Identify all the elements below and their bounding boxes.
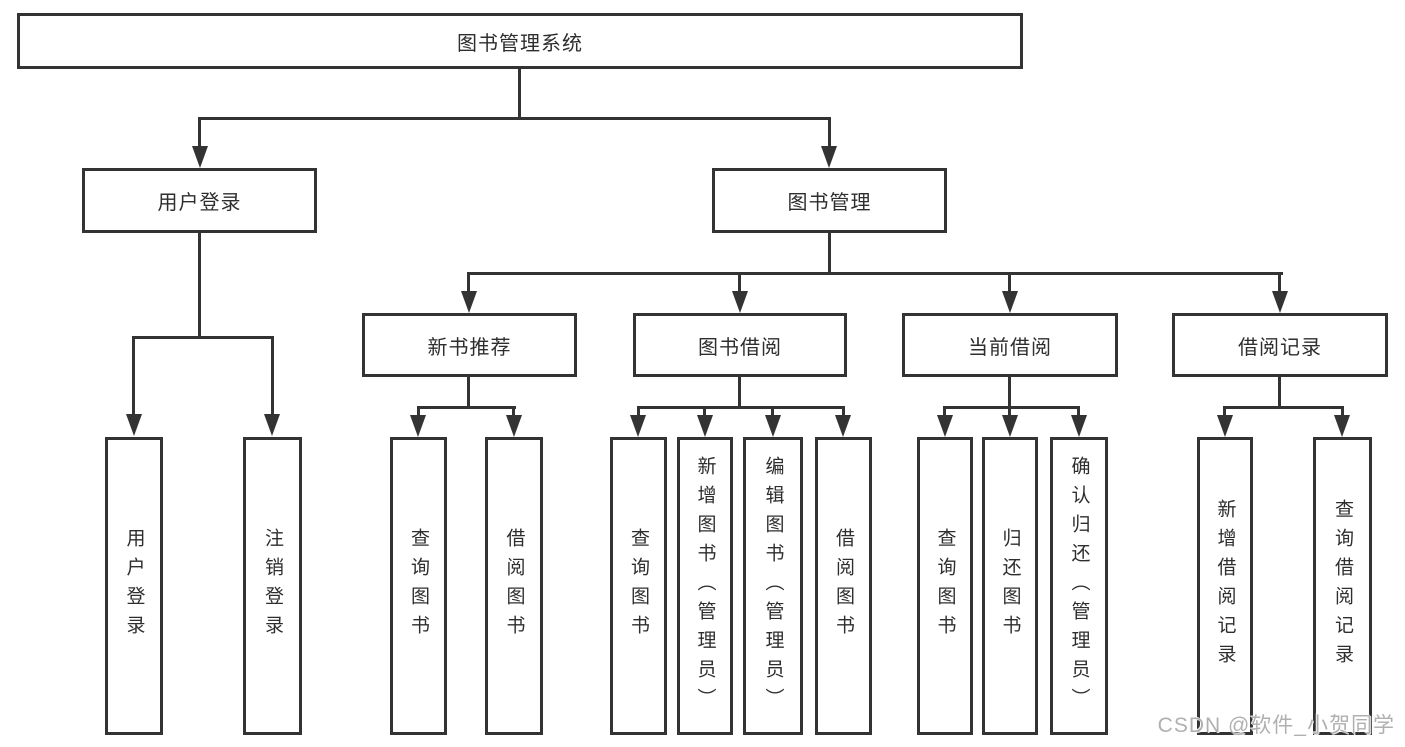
- arrow-head: [835, 415, 851, 437]
- node-root: 图书管理系统: [17, 13, 1023, 69]
- leaf-logout: 注销登录: [243, 437, 302, 735]
- arrow-head: [1272, 291, 1288, 313]
- arrow-head: [1002, 291, 1018, 313]
- connector-line: [198, 117, 831, 120]
- connector-line: [1278, 272, 1281, 291]
- leaf-borrow-books: 借阅图书: [815, 437, 872, 735]
- connector-line: [703, 406, 706, 415]
- connector-line: [1008, 377, 1011, 406]
- connector-line: [1223, 406, 1226, 415]
- connector-line: [738, 272, 741, 291]
- arrow-head: [1334, 415, 1350, 437]
- leaf-query-books-recommend: 查询图书: [390, 437, 447, 735]
- node-user-login: 用户登录: [82, 168, 317, 233]
- node-borrow-records: 借阅记录: [1172, 313, 1388, 377]
- connector-line: [1077, 406, 1080, 415]
- leaf-add-books-admin: 新增图书（管理员）: [677, 437, 733, 735]
- arrow-head: [630, 415, 646, 437]
- connector-line: [271, 336, 274, 414]
- connector-line: [842, 406, 845, 415]
- connector-line: [467, 272, 1283, 275]
- arrow-head: [1217, 415, 1233, 437]
- connector-line: [1223, 406, 1344, 409]
- leaf-edit-books-admin: 编辑图书（管理员）: [743, 437, 803, 735]
- node-book-management: 图书管理: [712, 168, 947, 233]
- leaf-return-books: 归还图书: [982, 437, 1038, 735]
- leaf-query-books-current: 查询图书: [917, 437, 973, 735]
- connector-line: [132, 336, 274, 339]
- connector-line: [771, 406, 774, 415]
- connector-line: [943, 406, 1080, 409]
- arrow-head: [506, 415, 522, 437]
- arrow-head: [732, 291, 748, 313]
- connector-line: [1278, 377, 1281, 406]
- connector-line: [1008, 272, 1011, 291]
- arrow-head: [461, 291, 477, 313]
- leaf-query-books-borrow: 查询图书: [610, 437, 667, 735]
- node-book-borrow: 图书借阅: [633, 313, 847, 377]
- arrow-head: [192, 146, 208, 168]
- node-current-borrow: 当前借阅: [902, 313, 1118, 377]
- connector-line: [637, 406, 640, 415]
- connector-line: [518, 69, 521, 117]
- leaf-user-login: 用户登录: [105, 437, 163, 735]
- connector-line: [637, 406, 845, 409]
- connector-line: [467, 272, 470, 291]
- connector-line: [1341, 406, 1344, 415]
- connector-line: [132, 336, 135, 414]
- arrow-head: [821, 146, 837, 168]
- arrow-head: [1002, 415, 1018, 437]
- connector-line: [828, 233, 831, 272]
- arrow-head: [126, 414, 142, 436]
- leaf-query-borrow-record: 查询借阅记录: [1313, 437, 1372, 735]
- connector-line: [1008, 406, 1011, 415]
- arrow-head: [765, 415, 781, 437]
- arrow-head: [937, 415, 953, 437]
- connector-line: [467, 377, 470, 406]
- connector-line: [943, 406, 946, 415]
- leaf-confirm-return-admin: 确认归还（管理员）: [1050, 437, 1108, 735]
- arrow-head: [264, 414, 280, 436]
- node-new-book-recommend: 新书推荐: [362, 313, 577, 377]
- csdn-watermark: CSDN @软件_小贺同学: [1157, 714, 1395, 737]
- connector-line: [198, 117, 201, 146]
- connector-line: [512, 406, 515, 415]
- leaf-add-borrow-record: 新增借阅记录: [1197, 437, 1253, 735]
- arrow-head: [1071, 415, 1087, 437]
- connector-line: [417, 406, 420, 415]
- connector-line: [198, 233, 201, 336]
- connector-line: [417, 406, 516, 409]
- leaf-borrow-books-recommend: 借阅图书: [485, 437, 543, 735]
- connector-line: [828, 117, 831, 146]
- connector-line: [738, 377, 741, 406]
- arrow-head: [697, 415, 713, 437]
- arrow-head: [410, 415, 426, 437]
